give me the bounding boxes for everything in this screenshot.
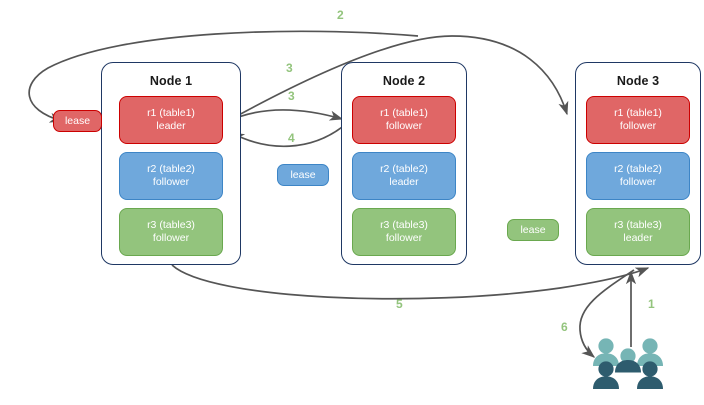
replica-box[interactable]: r1 (table1) follower bbox=[352, 96, 456, 144]
replica-role: follower bbox=[385, 232, 423, 244]
replica-box[interactable]: r2 (table2) leader bbox=[352, 152, 456, 200]
node-title: Node 1 bbox=[149, 74, 193, 88]
replica-role: leader bbox=[156, 120, 186, 132]
replica-name: r3 (table3) bbox=[380, 219, 428, 231]
lease-badge-table1[interactable]: lease bbox=[53, 110, 102, 132]
replica-box[interactable]: r2 (table2) follower bbox=[586, 152, 690, 200]
node-card-3[interactable]: Node 3 r1 (table1) follower r2 (table2) … bbox=[575, 62, 701, 265]
replica-role: leader bbox=[389, 176, 419, 188]
replica-role: follower bbox=[152, 232, 190, 244]
replica-name: r2 (table2) bbox=[380, 163, 428, 175]
step-label-6: 6 bbox=[561, 320, 568, 334]
replica-role: follower bbox=[152, 176, 190, 188]
replica-name: r1 (table1) bbox=[147, 107, 195, 119]
replica-name: r1 (table1) bbox=[614, 107, 662, 119]
replica-name: r2 (table2) bbox=[614, 163, 662, 175]
lease-badge-table2[interactable]: lease bbox=[277, 164, 329, 186]
replica-role: follower bbox=[619, 176, 657, 188]
users-group-icon bbox=[593, 338, 663, 389]
node-card-2[interactable]: Node 2 r1 (table1) follower r2 (table2) … bbox=[341, 62, 467, 265]
replica-box[interactable]: r3 (table3) leader bbox=[586, 208, 690, 256]
arrow-5-path bbox=[171, 264, 650, 300]
replica-role: follower bbox=[385, 120, 423, 132]
replica-name: r3 (table3) bbox=[147, 219, 195, 231]
replica-name: r3 (table3) bbox=[614, 219, 662, 231]
arrow-3-lower-path bbox=[225, 109, 344, 123]
node-card-1[interactable]: Node 1 r1 (table1) leader r2 (table2) fo… bbox=[101, 62, 241, 265]
node-title: Node 2 bbox=[382, 74, 426, 88]
replica-box[interactable]: r2 (table2) follower bbox=[119, 152, 223, 200]
step-label-2: 2 bbox=[337, 8, 344, 22]
step-label-3-lower: 3 bbox=[288, 89, 295, 103]
replica-role: leader bbox=[623, 232, 653, 244]
step-label-1: 1 bbox=[648, 297, 655, 311]
replica-box[interactable]: r1 (table1) follower bbox=[586, 96, 690, 144]
replica-role: follower bbox=[619, 120, 657, 132]
replica-box[interactable]: r1 (table1) leader bbox=[119, 96, 223, 144]
replica-name: r1 (table1) bbox=[380, 107, 428, 119]
replica-box[interactable]: r3 (table3) follower bbox=[119, 208, 223, 256]
lease-badge-table3[interactable]: lease bbox=[507, 219, 559, 241]
step-label-5: 5 bbox=[396, 297, 403, 311]
node-title: Node 3 bbox=[616, 74, 660, 88]
replica-box[interactable]: r3 (table3) follower bbox=[352, 208, 456, 256]
replica-name: r2 (table2) bbox=[147, 163, 195, 175]
step-label-4: 4 bbox=[288, 131, 295, 145]
step-label-3-upper: 3 bbox=[286, 61, 293, 75]
